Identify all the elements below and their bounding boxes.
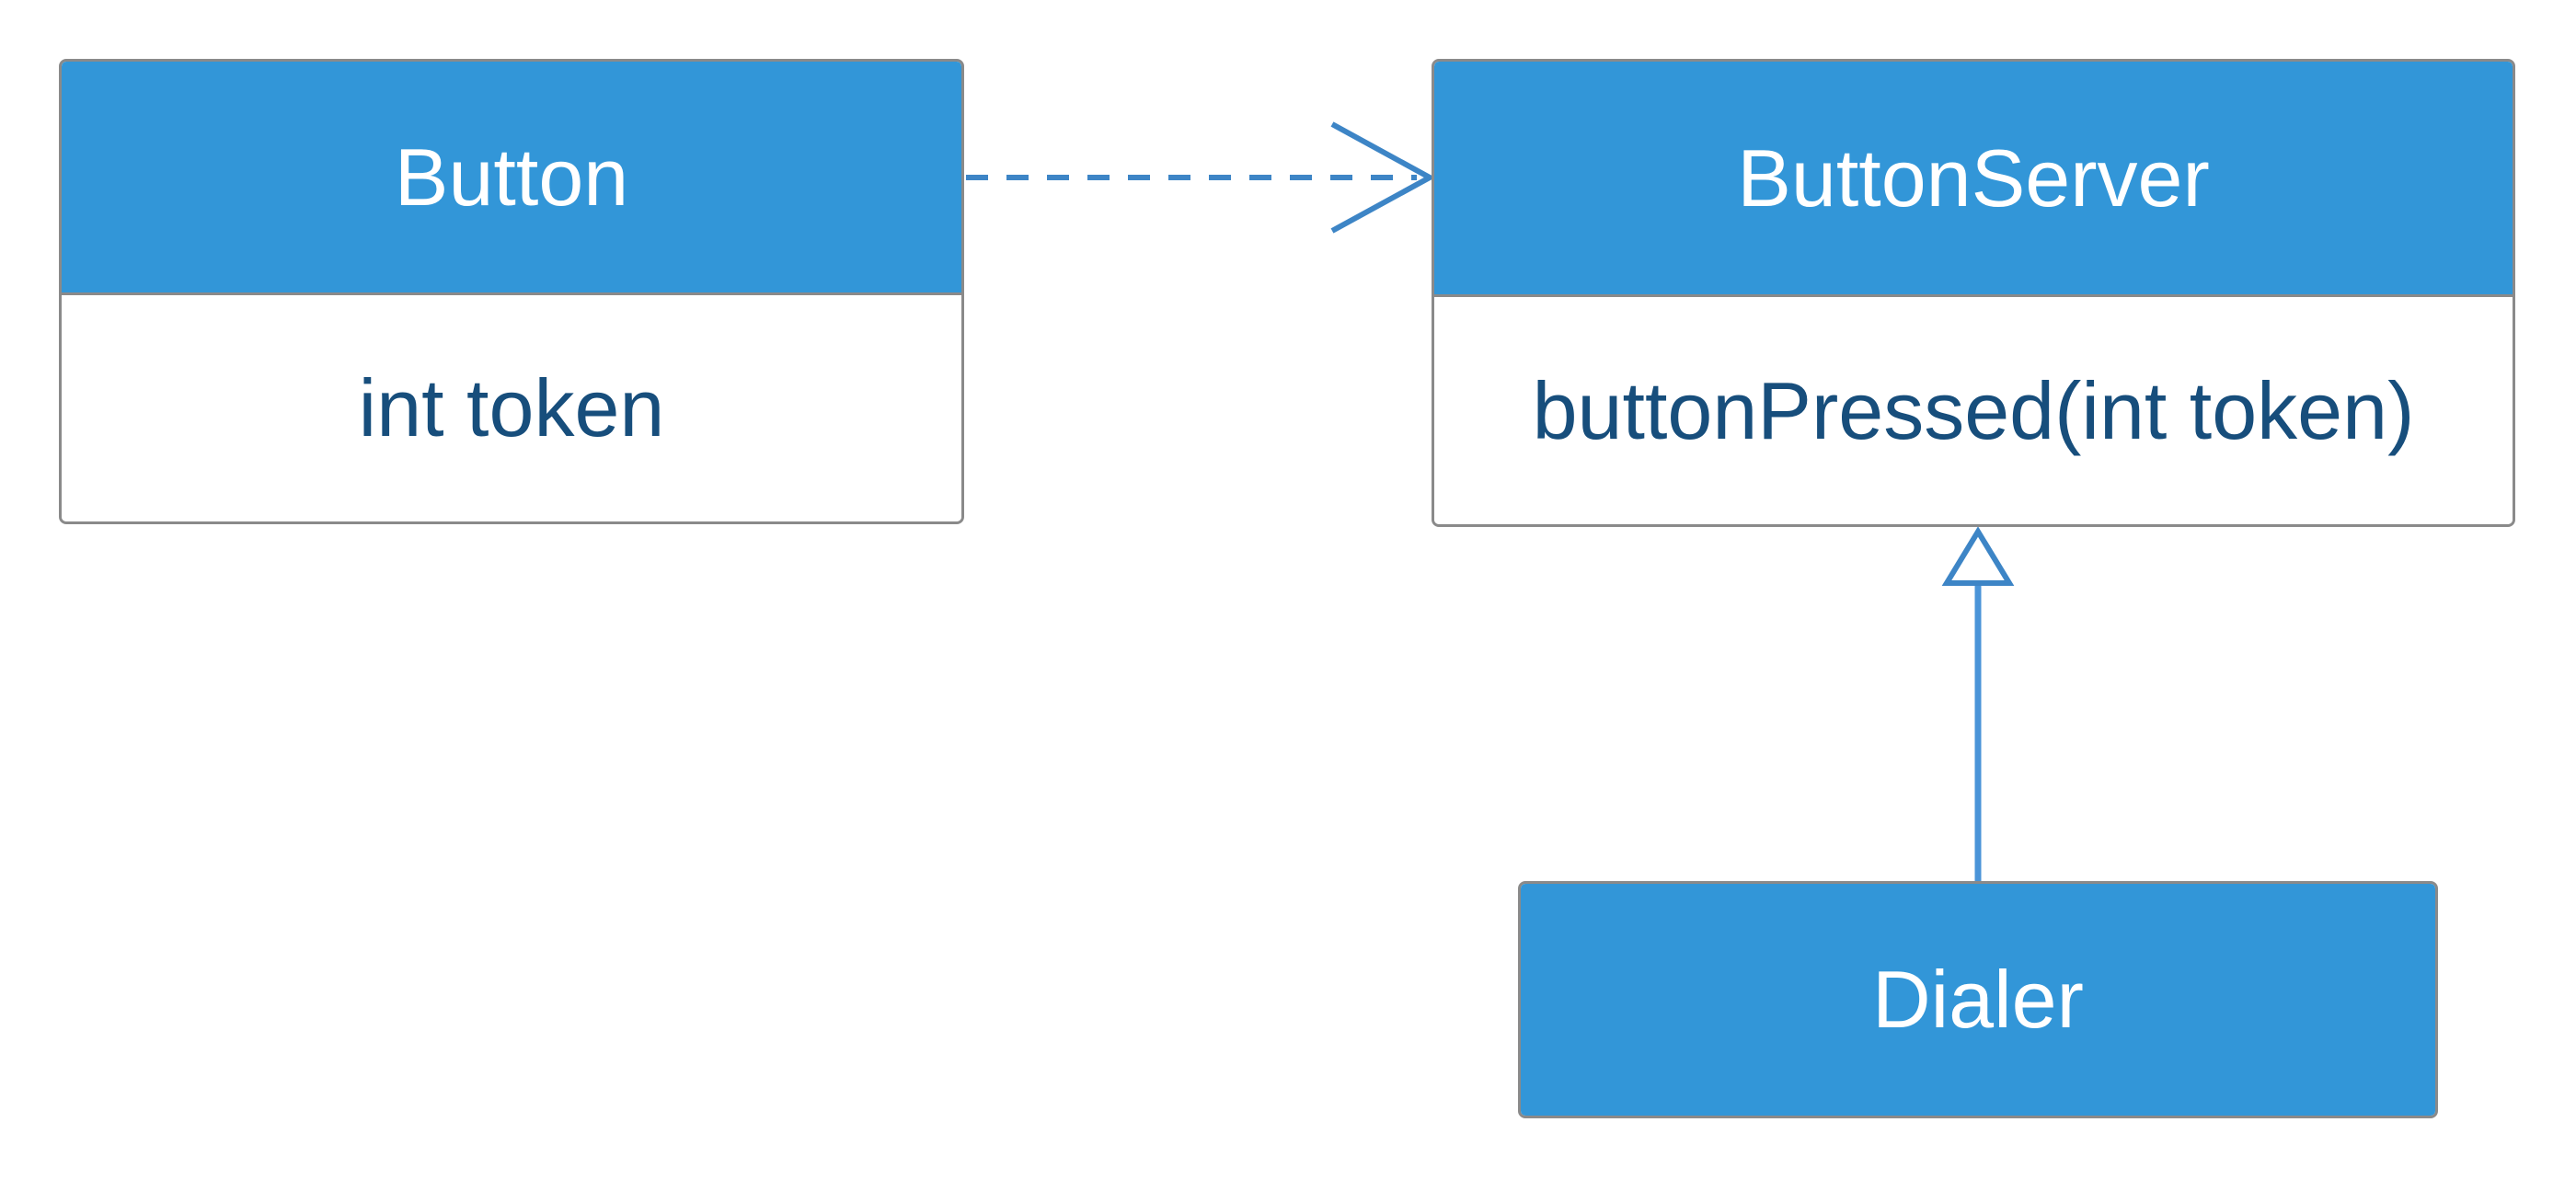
- class-member: int token: [358, 362, 665, 453]
- class-member: buttonPressed(int token): [1532, 364, 2415, 456]
- class-header: Dialer: [1521, 884, 2435, 1116]
- class-members: int token: [62, 295, 961, 521]
- class-box-button: Button int token: [59, 59, 964, 524]
- class-header: ButtonServer: [1434, 62, 2513, 297]
- dependency-arrow-button-to-buttonserver: [966, 121, 1436, 234]
- class-title-dialer: Dialer: [1872, 954, 2084, 1045]
- class-members: buttonPressed(int token): [1434, 297, 2513, 524]
- generalization-triangle-arrowhead-icon: [1941, 526, 2015, 586]
- class-box-dialer: Dialer: [1518, 881, 2438, 1118]
- generalization-arrow-dialer-to-buttonserver: [1941, 526, 2015, 881]
- dependency-open-arrowhead-icon: [1330, 121, 1436, 234]
- class-box-buttonserver: ButtonServer buttonPressed(int token): [1432, 59, 2515, 527]
- class-header: Button: [62, 62, 961, 295]
- class-title-button: Button: [394, 131, 629, 223]
- class-title-buttonserver: ButtonServer: [1737, 132, 2210, 223]
